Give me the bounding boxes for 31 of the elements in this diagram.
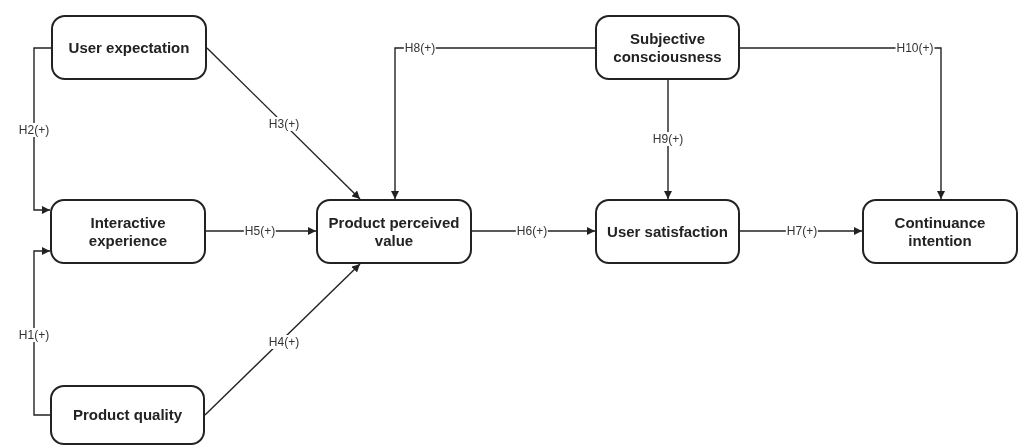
arrow (739, 47, 945, 200)
box-label: User expectation (67, 38, 191, 57)
edge-label: H2(+) (17, 123, 51, 137)
box-label: User satisfaction (606, 222, 729, 241)
edge-label: H3(+) (267, 117, 301, 131)
rounded-box (862, 199, 1018, 264)
arrow (206, 47, 361, 200)
box-label: Subjective consciousness (612, 29, 723, 66)
arrow (204, 263, 361, 416)
edge-label: H9(+) (651, 132, 685, 146)
edge-label: H4(+) (267, 335, 301, 349)
edge-label: H1(+) (17, 328, 51, 342)
box-label: Product perceived value (327, 213, 461, 250)
rounded-box (316, 199, 472, 264)
rounded-box (51, 15, 207, 80)
arrow (391, 47, 596, 200)
edge-label: H5(+) (243, 224, 277, 238)
arrow (33, 247, 51, 416)
rounded-box (50, 199, 206, 264)
rounded-box (595, 15, 740, 80)
edge-label: H10(+) (895, 41, 935, 55)
edge-label: H8(+) (403, 41, 437, 55)
rounded-box (50, 385, 205, 445)
arrow (664, 79, 672, 200)
arrow (33, 47, 52, 214)
box-label: Continuance intention (893, 213, 987, 250)
edge-label: H6(+) (515, 224, 549, 238)
edge-label: H7(+) (785, 224, 819, 238)
box-label: Product quality (71, 406, 184, 424)
rounded-box (595, 199, 740, 264)
box-label: Interactive experience (87, 213, 169, 250)
